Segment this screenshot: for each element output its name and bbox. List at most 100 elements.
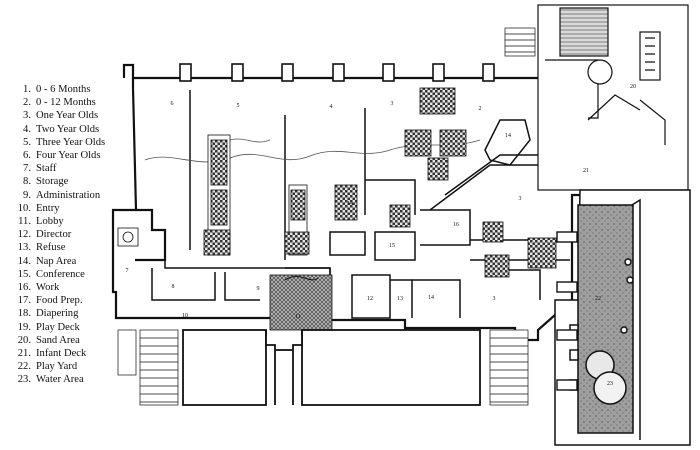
legend-number: 17. <box>17 295 31 307</box>
legend-number: 18. <box>17 308 31 320</box>
room-tag: 3 <box>493 296 496 302</box>
legend-label: Conference <box>36 268 85 280</box>
outdoor-upper <box>537 4 689 191</box>
legend-label: Nap Area <box>36 255 77 267</box>
legend-label: Entry <box>36 202 60 214</box>
play-yard <box>554 189 691 446</box>
legend-number: 4. <box>23 123 31 135</box>
legend-label: Food Prep. <box>36 295 83 307</box>
window-bays <box>179 63 495 82</box>
legend-label: 0 - 12 Months <box>36 97 96 109</box>
legend-item: 1. 0 - 6 Months <box>13 83 143 96</box>
lobby-curve <box>284 275 319 281</box>
legend-label: Administration <box>36 189 101 201</box>
legend-number: 10. <box>17 202 31 214</box>
legend-label: Diapering <box>36 308 79 320</box>
lobby-floor <box>269 274 333 331</box>
legend-number: 11. <box>18 216 31 228</box>
legend-item: 17. Food Prep. <box>13 294 143 307</box>
legend-number: 2. <box>23 97 31 109</box>
legend-item: 2. 0 - 12 Months <box>13 96 143 109</box>
legend-item: 16.Work <box>13 281 143 294</box>
legend-label: Infant Deck <box>36 348 87 360</box>
legend-label: Work <box>36 282 60 294</box>
room-tag: 14 <box>505 133 511 139</box>
room-tag: 3 <box>519 196 522 202</box>
legend-label: Staff <box>36 163 57 175</box>
legend-item: 10. Entry <box>13 202 143 215</box>
room-tag: 13 <box>397 296 403 302</box>
legend-number: 21. <box>17 348 31 360</box>
legend-item: 5. Three Year Olds <box>13 136 143 149</box>
room-tag: 20 <box>630 84 636 90</box>
legend-label: Refuse <box>36 242 66 254</box>
legend-item: 21. Infant Deck <box>13 347 143 360</box>
interior-walls <box>135 90 570 319</box>
legend-item: 19. Play Deck <box>13 321 143 334</box>
room-tag: 4 <box>330 104 333 110</box>
legend-number: 19. <box>17 321 31 333</box>
legend-item: 3. One Year Olds <box>13 109 143 122</box>
legend-item: 9. Administration <box>13 189 143 202</box>
legend-number: 6. <box>23 150 31 162</box>
legend-number: 23. <box>17 374 31 386</box>
east-piers <box>556 231 578 391</box>
room-tag: 23 <box>607 381 613 387</box>
room-tag: 14 <box>347 201 353 207</box>
lower-wing <box>182 329 481 406</box>
room-tag: 1 <box>436 88 439 94</box>
legend-number: 22. <box>17 361 31 373</box>
legend-label: 0 - 6 Months <box>36 84 91 95</box>
legend-label: Director <box>36 229 72 241</box>
legend-item: 20. Sand Area <box>13 334 143 347</box>
room-tag: 6 <box>171 101 174 107</box>
legend-label: Sand Area <box>36 334 80 346</box>
legend-item: 7. Staff <box>13 162 143 175</box>
legend-number: 12. <box>17 229 31 241</box>
legend-number: 5. <box>23 136 31 148</box>
legend-number: 9. <box>23 189 31 201</box>
room-tag: 11 <box>295 314 301 320</box>
legend-item: 12. Director <box>13 228 143 241</box>
legend-number: 20. <box>17 334 31 346</box>
legend-label: One Year Olds <box>36 110 99 122</box>
room-tag: 7 <box>126 268 129 274</box>
legend-number: 8. <box>23 176 31 188</box>
legend-label: Water Area <box>36 374 84 386</box>
room-tag: 12 <box>367 296 373 302</box>
legend-item: 23. Water Area <box>13 373 143 386</box>
legend-number: 14. <box>17 255 31 267</box>
room-legend: 1. 0 - 6 Months 2. 0 - 12 Months 3. One Year … <box>13 83 143 387</box>
legend-label: Lobby <box>36 216 64 228</box>
furniture-clusters <box>117 87 557 278</box>
room-tag: 16 <box>453 222 459 228</box>
room-tag: 15 <box>389 243 395 249</box>
room-tag: 22 <box>595 296 601 302</box>
legend-item: 13.Refuse <box>13 241 143 254</box>
legend-item: 22. Play Yard <box>13 360 143 373</box>
room-tag: 9 <box>257 286 260 292</box>
legend-number: 7. <box>23 163 31 175</box>
legend-label: Four Year Olds <box>36 150 101 162</box>
legend-label: Two Year Olds <box>36 123 100 135</box>
room-tag: 2 <box>479 106 482 112</box>
legend-item: 15. Conference <box>13 268 143 281</box>
room-tag: 10 <box>182 313 188 319</box>
legend-item: 14. Nap Area <box>13 255 143 268</box>
room-tag: 21 <box>583 168 589 174</box>
legend-label: Three Year Olds <box>36 136 106 148</box>
legend-item: 11. Lobby <box>13 215 143 228</box>
legend-number: 1. <box>23 84 31 95</box>
legend-label: Play Deck <box>36 321 80 333</box>
legend-number: 15. <box>17 268 31 280</box>
stairs <box>117 27 536 406</box>
legend-number: 3. <box>23 110 31 122</box>
room-tag: 3 <box>391 101 394 107</box>
legend-item: 18. Diapering <box>13 307 143 320</box>
legend-item: 6. Four Year Olds <box>13 149 143 162</box>
legend-item: 4. Two Year Olds <box>13 123 143 136</box>
legend-label: Play Yard <box>36 361 78 373</box>
room-tag: 5 <box>237 103 240 109</box>
